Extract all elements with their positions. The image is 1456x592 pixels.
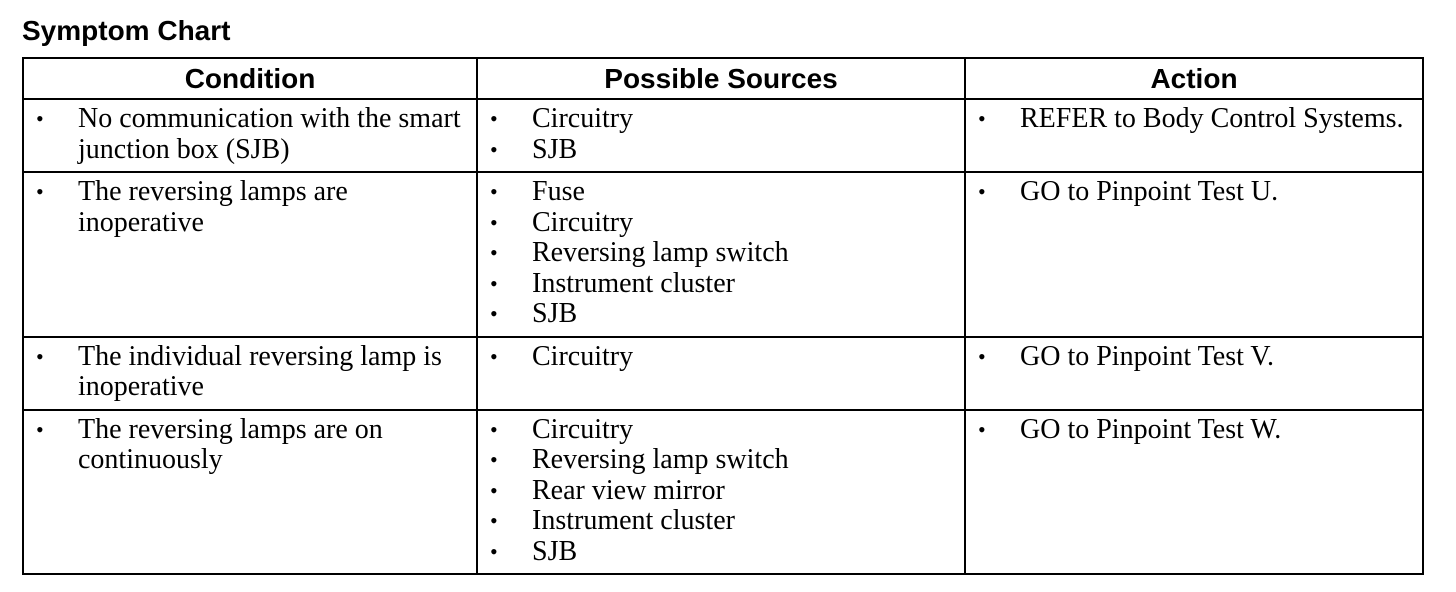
- source-text: SJB: [532, 535, 578, 567]
- page-title: Symptom Chart: [22, 15, 231, 46]
- source-text: Fuse: [532, 176, 585, 207]
- source-text: SJB: [532, 298, 578, 329]
- sources-cell: • Circuitry: [476, 335, 966, 411]
- list-item: • Circuitry: [478, 340, 964, 373]
- bullet-icon: •: [490, 240, 498, 265]
- list-item: • REFER to Body Control Systems.: [966, 103, 1422, 135]
- table-row: • The reversing lamps are inoperative • Fu…: [22, 171, 1424, 338]
- bullet-icon: •: [978, 106, 986, 131]
- table-row: • The reversing lamps are on continuously…: [22, 408, 1424, 575]
- condition-text: The reversing lamps are on continuously: [78, 413, 383, 475]
- list-item: • No communication with the smart junctio…: [24, 103, 476, 165]
- list-item: • Instrument cluster: [478, 267, 964, 300]
- source-text: Circuitry: [532, 340, 634, 372]
- list-item: • Circuitry: [478, 413, 964, 446]
- source-text: Rear view mirror: [532, 474, 725, 506]
- list-item: • SJB: [478, 298, 964, 330]
- condition-cell: • The reversing lamps are inoperative: [22, 171, 478, 338]
- header-possible-sources: Possible Sources: [476, 57, 966, 100]
- bullet-icon: •: [36, 416, 44, 442]
- bullet-icon: •: [490, 136, 498, 162]
- action-text: REFER to Body Control Systems.: [1020, 103, 1404, 134]
- source-text: Instrument cluster: [532, 505, 735, 536]
- action-text: GO to Pinpoint Test W.: [1020, 413, 1282, 445]
- condition-cell: • The individual reversing lamp is inoper…: [22, 335, 478, 411]
- list-item: • SJB: [478, 535, 964, 568]
- list-item: • The reversing lamps are on continuously: [24, 413, 476, 476]
- action-cell: • GO to Pinpoint Test W.: [964, 408, 1424, 575]
- symptom-chart-table: Condition Possible Sources Action • No co…: [22, 57, 1424, 575]
- bullet-icon: •: [490, 270, 498, 296]
- list-item: • GO to Pinpoint Test W.: [966, 413, 1422, 446]
- bullet-icon: •: [490, 209, 498, 235]
- list-item: • The individual reversing lamp is inoper…: [24, 340, 476, 403]
- bullet-icon: •: [490, 179, 498, 204]
- condition-text: The reversing lamps are inoperative: [78, 176, 348, 238]
- source-text: Circuitry: [532, 206, 634, 238]
- bullet-icon: •: [36, 343, 44, 369]
- bullet-icon: •: [36, 179, 44, 204]
- list-item: • GO to Pinpoint Test U.: [966, 176, 1422, 208]
- action-text: GO to Pinpoint Test U.: [1020, 176, 1279, 207]
- list-item: • Rear view mirror: [478, 474, 964, 507]
- condition-text: The individual reversing lamp is inopera…: [78, 340, 442, 402]
- bullet-icon: •: [490, 106, 498, 131]
- bullet-icon: •: [490, 508, 498, 533]
- source-text: Circuitry: [532, 413, 634, 445]
- bullet-icon: •: [490, 447, 498, 472]
- action-cell: • GO to Pinpoint Test U.: [964, 171, 1424, 338]
- bullet-icon: •: [978, 416, 986, 442]
- table-row: • No communication with the smart junctio…: [22, 98, 1424, 173]
- condition-text: No communication with the smart junction…: [78, 103, 461, 165]
- bullet-icon: •: [978, 179, 986, 204]
- bullet-icon: •: [490, 477, 498, 503]
- list-item: • Circuitry: [478, 103, 964, 135]
- bullet-icon: •: [490, 301, 498, 326]
- source-text: SJB: [532, 133, 578, 165]
- bullet-icon: •: [36, 106, 44, 131]
- source-text: Circuitry: [532, 103, 634, 134]
- action-text: GO to Pinpoint Test V.: [1020, 340, 1274, 372]
- sources-cell: • Circuitry • SJB: [476, 98, 966, 173]
- header-condition: Condition: [22, 57, 478, 100]
- list-item: • Reversing lamp switch: [478, 237, 964, 269]
- list-item: • GO to Pinpoint Test V.: [966, 340, 1422, 373]
- sources-cell: •Fuse •Circuitry •Reversing lamp switch …: [476, 171, 966, 338]
- list-item: • The reversing lamps are inoperative: [24, 176, 476, 238]
- condition-cell: • The reversing lamps are on continuously: [22, 408, 478, 575]
- list-item: • Fuse: [478, 176, 964, 208]
- action-cell: • REFER to Body Control Systems.: [964, 98, 1424, 173]
- header-action: Action: [964, 57, 1424, 100]
- source-text: Instrument cluster: [532, 267, 735, 299]
- list-item: • SJB: [478, 133, 964, 166]
- table-header-row: Condition Possible Sources Action: [22, 57, 1424, 100]
- bullet-icon: •: [978, 343, 986, 369]
- bullet-icon: •: [490, 416, 498, 442]
- sources-cell: • Circuitry • Reversing lamp switch • Rear …: [476, 408, 966, 575]
- condition-cell: • No communication with the smart junctio…: [22, 98, 478, 173]
- list-item: • Reversing lamp switch: [478, 444, 964, 476]
- table-row: • The individual reversing lamp is inoper…: [22, 335, 1424, 411]
- source-text: Reversing lamp switch: [532, 444, 789, 475]
- list-item: • Instrument cluster: [478, 505, 964, 537]
- action-cell: • GO to Pinpoint Test V.: [964, 335, 1424, 411]
- list-item: • Circuitry: [478, 206, 964, 239]
- bullet-icon: •: [490, 343, 498, 369]
- source-text: Reversing lamp switch: [532, 237, 789, 268]
- bullet-icon: •: [490, 538, 498, 564]
